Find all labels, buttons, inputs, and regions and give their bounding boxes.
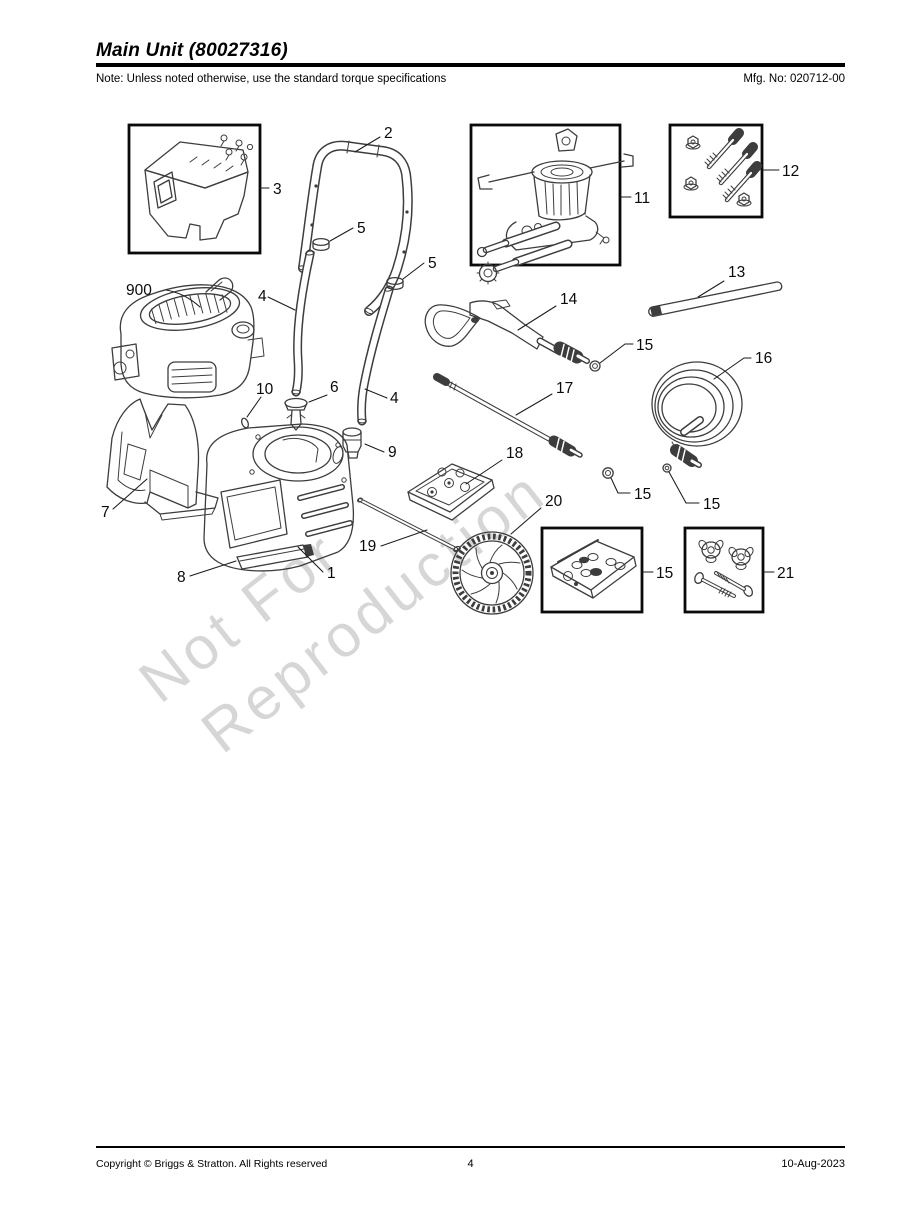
part-11-pump-box xyxy=(469,123,634,285)
callout-15d: 15 xyxy=(656,565,673,582)
mfg-number: Mfg. No: 020712-00 xyxy=(743,73,845,85)
part-17-wand xyxy=(433,373,583,458)
part-13-strap xyxy=(648,281,783,317)
callout-18: 18 xyxy=(506,445,523,462)
callout-4a: 4 xyxy=(258,288,267,305)
callout-16: 16 xyxy=(755,350,772,367)
part-5-cap-left xyxy=(312,237,330,252)
part-3-panel-box xyxy=(127,123,262,255)
part-4-left-tube xyxy=(291,249,315,397)
part-20-wheel xyxy=(450,531,534,615)
callout-12: 12 xyxy=(782,163,799,180)
callout-900: 900 xyxy=(126,282,152,299)
callout-8: 8 xyxy=(177,569,186,586)
part-10-pin xyxy=(240,417,250,429)
bolt xyxy=(722,161,762,203)
callout-13: 13 xyxy=(728,264,745,281)
bolt xyxy=(704,128,744,170)
flange-nut xyxy=(685,135,701,150)
callout-2: 2 xyxy=(384,125,393,142)
part-19-axle-rod xyxy=(357,497,461,553)
header-subrow: Note: Unless noted otherwise, use the st… xyxy=(96,73,845,85)
part-21-hardware-box xyxy=(683,526,765,614)
page-number: 4 xyxy=(467,1158,474,1170)
part-15-oring-gun xyxy=(589,360,601,372)
part-15-plate-box xyxy=(540,526,644,614)
callout-6: 6 xyxy=(330,379,339,396)
page-title: Main Unit (80027316) xyxy=(96,40,288,61)
part-12-hardware-box xyxy=(668,123,764,219)
callout-19: 19 xyxy=(359,538,376,555)
callout-7: 7 xyxy=(101,504,110,521)
callout-3: 3 xyxy=(273,181,282,198)
part-1-main-body xyxy=(203,423,355,572)
callout-17: 17 xyxy=(556,380,573,397)
part-15-oring-wand xyxy=(602,467,614,479)
flange-nut xyxy=(736,192,752,207)
part-18-nozzle-tray xyxy=(407,463,495,521)
part-9-fitting xyxy=(342,427,362,459)
torque-note: Note: Unless noted otherwise, use the st… xyxy=(96,73,447,85)
part-900-engine xyxy=(111,277,265,399)
date-text: 10-Aug-2023 xyxy=(781,1158,845,1170)
footer-row: Copyright © Briggs & Stratton. All Right… xyxy=(96,1158,845,1170)
callout-14: 14 xyxy=(560,291,578,308)
callout-1: 1 xyxy=(327,565,336,582)
flange-nut xyxy=(683,176,699,191)
copyright-text: Copyright © Briggs & Stratton. All Right… xyxy=(96,1158,328,1170)
part-14-spray-gun xyxy=(424,299,590,364)
part-5-cap-right xyxy=(386,276,404,291)
callout-10: 10 xyxy=(256,381,274,398)
header-rule xyxy=(96,63,845,67)
carriage-bolt xyxy=(694,572,736,598)
callout-9: 9 xyxy=(388,444,397,461)
wing-knob xyxy=(698,539,724,563)
part-15-oring-hose xyxy=(662,463,672,473)
part-2-upper-handle xyxy=(297,140,413,316)
callout-15c: 15 xyxy=(703,496,720,513)
callout-15b: 15 xyxy=(634,486,651,503)
callout-5b: 5 xyxy=(428,255,437,272)
footer-rule xyxy=(96,1146,845,1148)
bolt xyxy=(716,142,758,186)
part-16-hose xyxy=(651,361,743,468)
callout-4b: 4 xyxy=(390,390,399,407)
part-6-clip xyxy=(284,397,308,431)
part-7-support-panel xyxy=(106,398,219,521)
callout-20: 20 xyxy=(545,493,563,510)
panel-screws xyxy=(220,134,254,166)
carriage-bolt xyxy=(714,571,754,597)
part-4-right-tube xyxy=(356,285,394,426)
callouts: 3 2 5 5 11 12 13 900 4 14 15 16 xyxy=(101,125,799,586)
callout-15a: 15 xyxy=(636,337,653,354)
callout-11: 11 xyxy=(634,190,650,207)
callout-21: 21 xyxy=(777,565,794,582)
callout-5a: 5 xyxy=(357,220,366,237)
wing-knob xyxy=(728,546,754,570)
